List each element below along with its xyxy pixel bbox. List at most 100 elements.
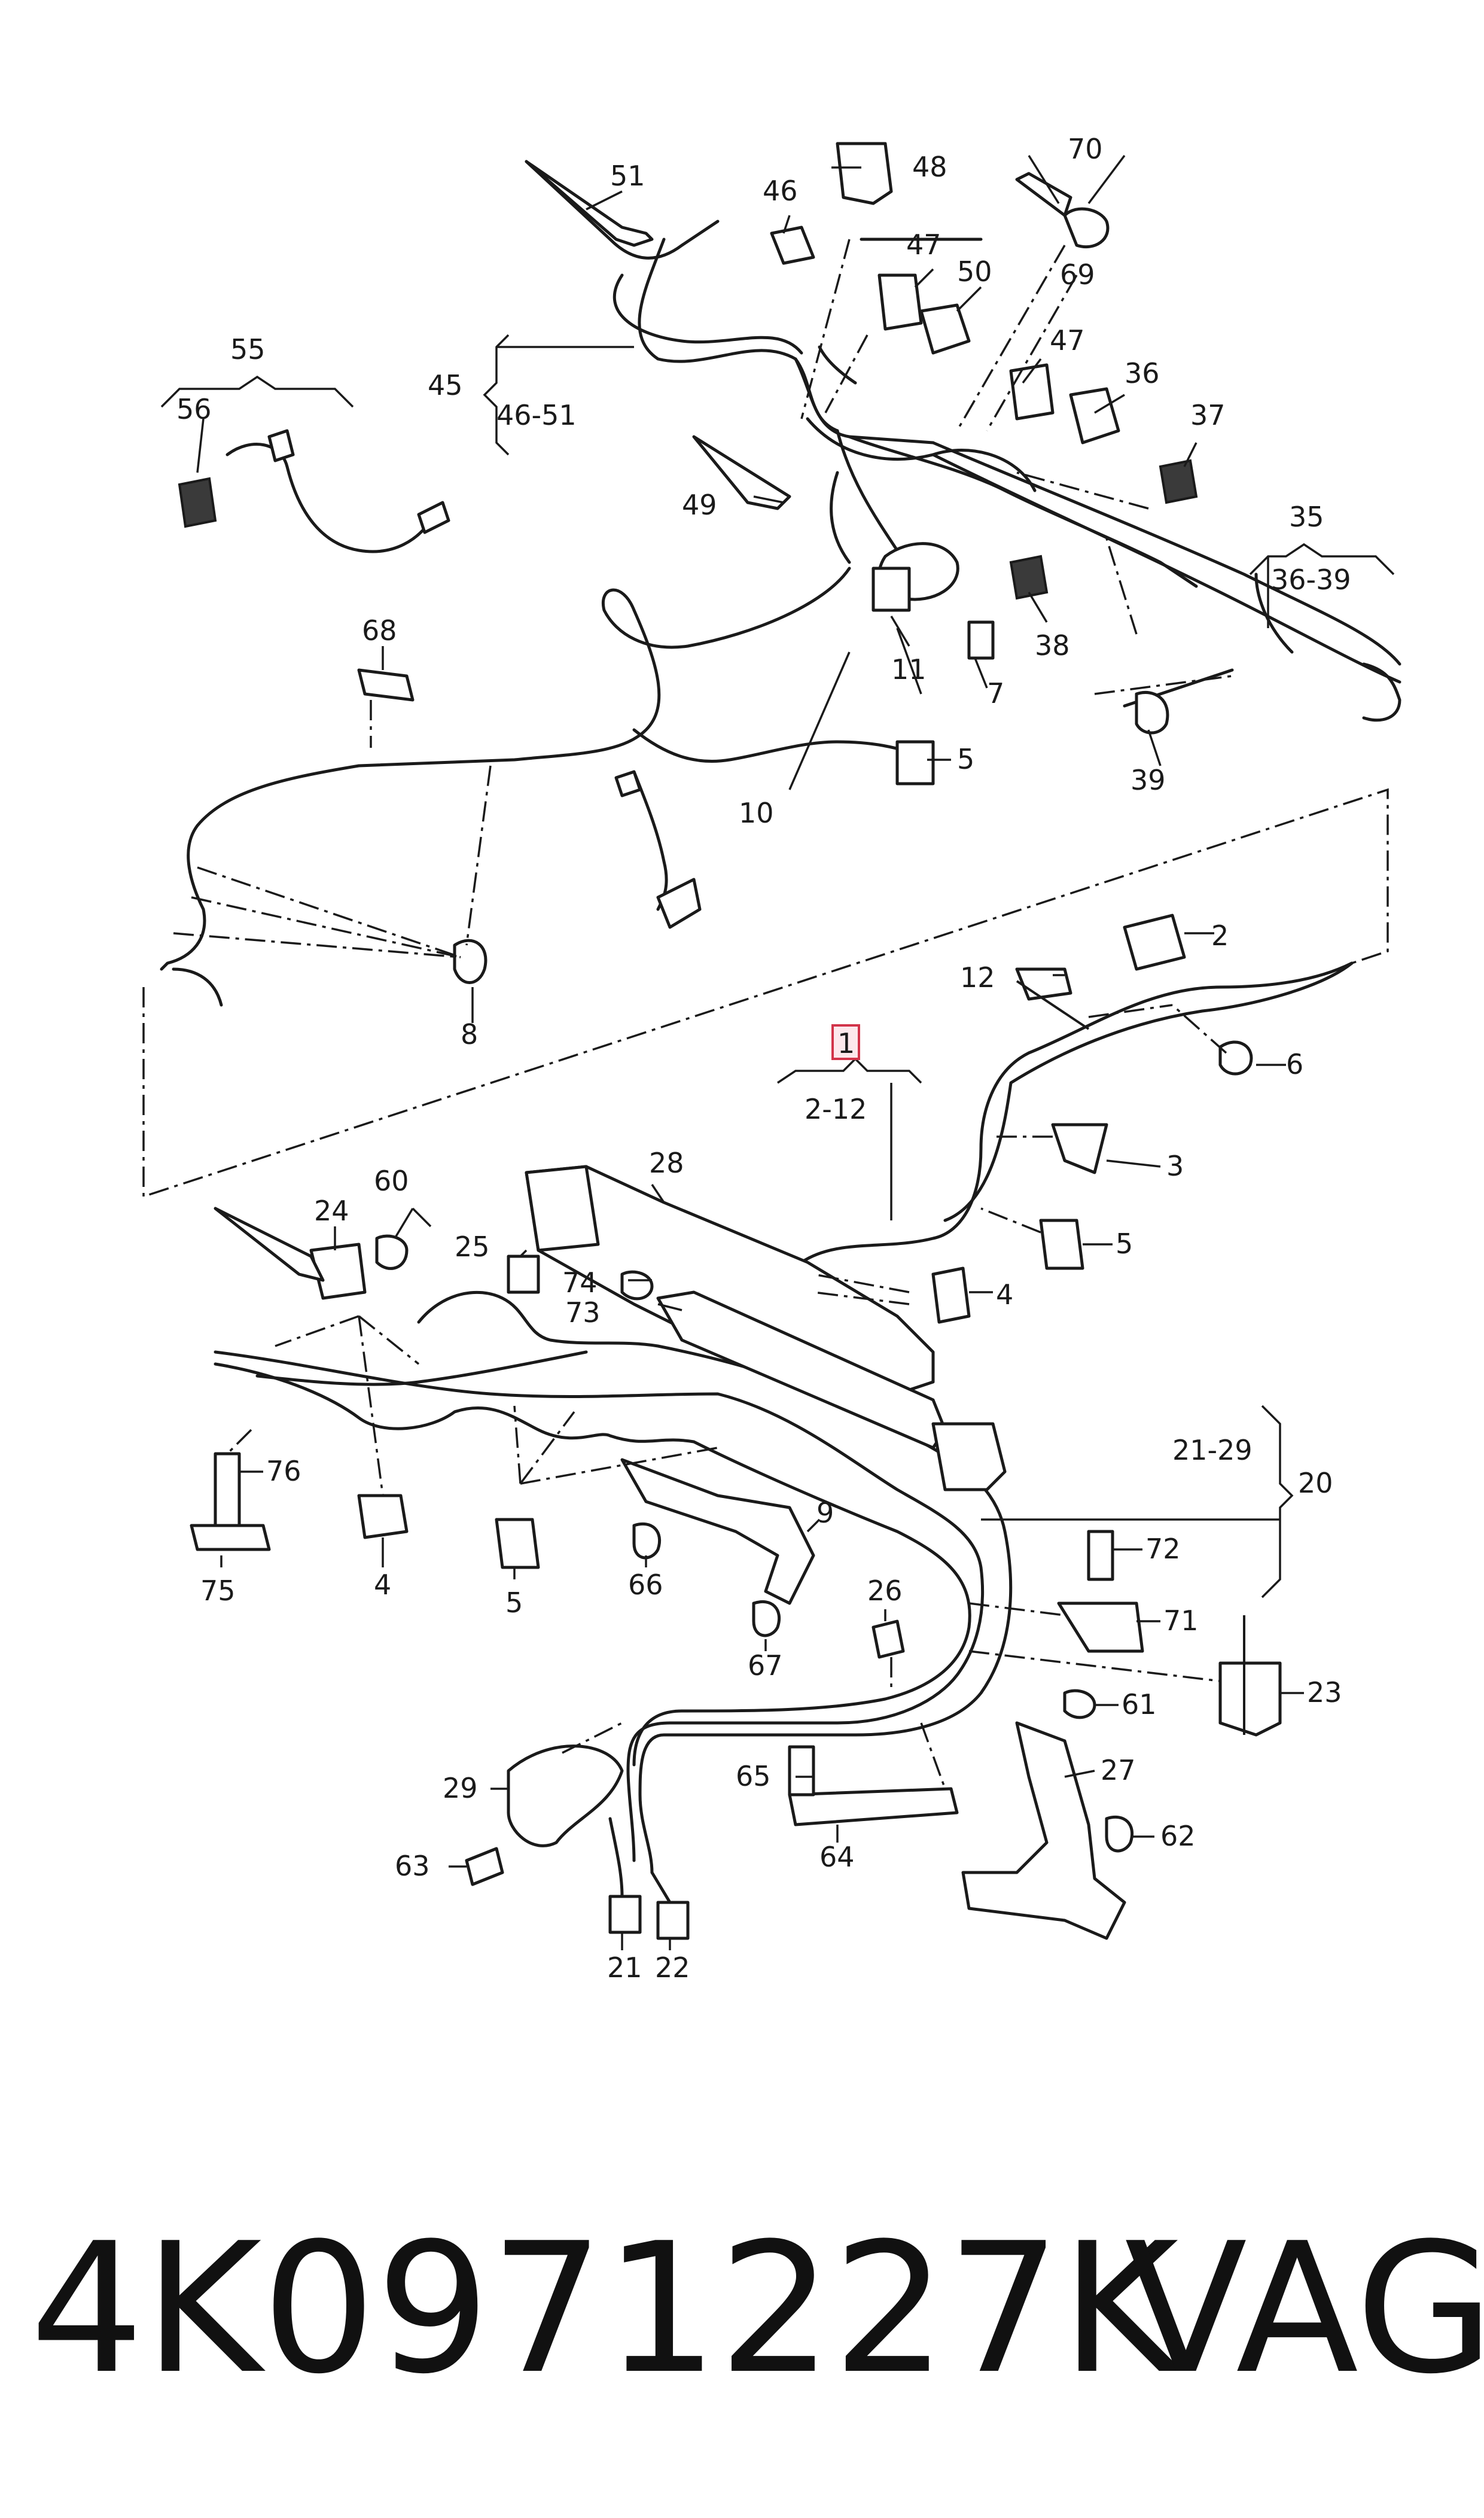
section-frame	[142, 788, 1389, 1198]
holder-5-lower	[1039, 1219, 1084, 1270]
upper-brackets	[160, 334, 1395, 628]
callout-63: 63	[395, 1850, 430, 1882]
bolt-74	[620, 1270, 654, 1301]
callout-2: 2	[1211, 919, 1229, 952]
holder-47b	[1009, 363, 1055, 421]
callout-6: 6	[1286, 1048, 1303, 1080]
callout-1: 1	[837, 1027, 855, 1059]
part-number: 4K0971227K	[30, 2205, 1179, 2413]
connector-6	[1218, 1040, 1253, 1076]
callout-76: 76	[266, 1455, 301, 1487]
callout-29: 29	[443, 1772, 478, 1804]
callout-68: 68	[362, 614, 397, 647]
clip-2	[1123, 914, 1186, 971]
connector-22	[656, 1901, 690, 1940]
holder-5-upper	[895, 740, 935, 785]
tie-wrap-51	[525, 160, 654, 247]
callout-labels: 51 48 70 46 47 69 50 45 46-51 47 36 37 5…	[176, 133, 1351, 1984]
callout-2-12: 2-12	[805, 1093, 867, 1125]
callout-21-29: 21-29	[1172, 1434, 1253, 1466]
connector-39	[1135, 690, 1169, 735]
callout-45: 45	[428, 369, 463, 401]
callout-21: 21	[607, 1951, 642, 1984]
clip-56	[178, 477, 217, 528]
callout-28: 28	[649, 1147, 684, 1179]
holder-24	[309, 1243, 367, 1300]
cover-29	[507, 1744, 624, 1847]
callout-50: 50	[957, 255, 992, 288]
tie-wrap-23	[1218, 1661, 1282, 1737]
brand-name: VAG	[1125, 2205, 1484, 2413]
callout-4b: 4	[374, 1569, 391, 1601]
bolt-60	[375, 1234, 409, 1270]
callout-72: 72	[1145, 1533, 1181, 1565]
clip-38	[1009, 555, 1049, 600]
callout-9: 9	[816, 1497, 834, 1529]
tie-wrap-24	[214, 1207, 325, 1282]
callout-39: 39	[1130, 764, 1166, 796]
bolt-76	[214, 1452, 241, 1533]
callout-27: 27	[1101, 1754, 1136, 1786]
highlight-box-1	[831, 1024, 860, 1060]
callout-3: 3	[1166, 1150, 1184, 1182]
callout-25: 25	[455, 1231, 490, 1263]
callout-24: 24	[314, 1195, 349, 1227]
callout-66: 66	[628, 1569, 663, 1601]
callout-4a: 4	[996, 1278, 1013, 1311]
tie-wrap-49	[692, 435, 791, 510]
callout-37: 37	[1190, 399, 1226, 431]
holder-5-left	[495, 1518, 540, 1569]
callout-69: 69	[1060, 258, 1095, 291]
connector-8	[453, 939, 487, 984]
callout-5b: 5	[1116, 1228, 1133, 1260]
callout-36: 36	[1125, 357, 1160, 389]
holder-47a	[877, 273, 923, 331]
callout-61: 61	[1122, 1688, 1157, 1721]
bracket-9	[620, 1458, 815, 1605]
upper-leaders	[173, 154, 1233, 1023]
bolt-70	[1015, 172, 1072, 217]
clip-3	[1051, 1123, 1108, 1174]
callout-65: 65	[736, 1760, 771, 1792]
callout-46-51: 46-51	[496, 399, 577, 431]
upper-parts	[178, 142, 1198, 984]
callout-12: 12	[960, 961, 995, 994]
holder-4-upper	[931, 1266, 971, 1324]
callout-49: 49	[682, 489, 717, 521]
lower-parts	[190, 914, 1282, 1940]
bracket-28	[525, 1165, 935, 1396]
callout-5c: 5	[505, 1587, 523, 1619]
callout-22: 22	[655, 1951, 690, 1984]
callout-60: 60	[374, 1165, 409, 1197]
callout-36-39: 36-39	[1271, 564, 1351, 596]
callout-35: 35	[1289, 501, 1324, 533]
callout-10: 10	[739, 797, 774, 829]
callout-74: 74	[562, 1266, 598, 1299]
clip-37	[1159, 459, 1198, 504]
callout-7: 7	[987, 677, 1004, 710]
callout-20: 20	[1298, 1467, 1333, 1499]
lower-leaders	[220, 932, 1304, 1950]
holder-4-lower	[357, 1494, 409, 1539]
callout-5a: 5	[957, 743, 974, 775]
callout-26: 26	[867, 1575, 903, 1607]
nut-62	[1105, 1815, 1134, 1853]
nut-66	[632, 1522, 662, 1560]
callout-75: 75	[200, 1575, 236, 1607]
grommet-11	[871, 567, 911, 612]
callout-46: 46	[763, 175, 798, 207]
bracket-71	[1057, 1601, 1144, 1653]
bolt-65	[788, 1745, 815, 1797]
bracket-side	[931, 1422, 1007, 1491]
upper-harness	[160, 160, 1401, 1007]
callout-48: 48	[912, 151, 947, 183]
callout-67: 67	[748, 1649, 783, 1682]
callout-47b: 47	[1050, 324, 1085, 357]
bracket-75	[190, 1524, 271, 1551]
callout-47a: 47	[906, 229, 941, 261]
clip-25	[507, 1255, 540, 1294]
bracket-27	[961, 1721, 1126, 1940]
callout-70: 70	[1068, 133, 1103, 165]
connector-21	[608, 1895, 642, 1934]
